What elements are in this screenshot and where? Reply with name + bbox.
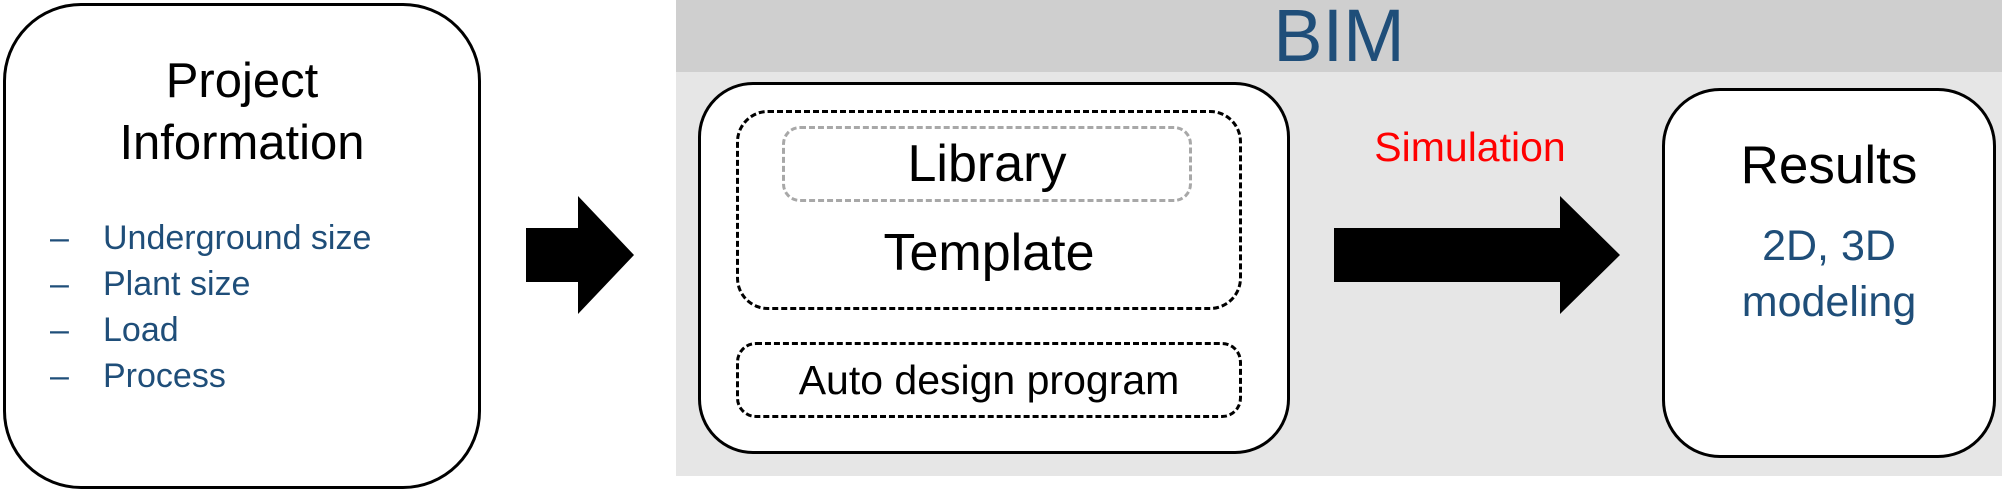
library-label: Library [907, 135, 1067, 193]
results-box [1662, 88, 1996, 458]
dash-bullet: – [50, 218, 69, 257]
project-info-list: – Underground size – Plant size – Load –… [50, 215, 371, 399]
project-title-line2: Information [119, 116, 365, 170]
results-detail-line1: 2D, 3D [1762, 222, 1896, 270]
arrow-right-icon [526, 196, 634, 314]
arrow-right-icon [1334, 196, 1620, 314]
results-detail-line2: modeling [1741, 278, 1917, 326]
list-item: – Load [50, 307, 371, 353]
list-item: – Plant size [50, 261, 371, 307]
results-detail: 2D, 3D modeling [1662, 218, 1996, 330]
item-load: Load [103, 310, 179, 349]
list-item: – Underground size [50, 215, 371, 261]
results-title: Results [1740, 136, 1918, 195]
dash-bullet: – [50, 264, 69, 303]
item-plant-size: Plant size [103, 264, 251, 303]
dash-bullet: – [50, 310, 69, 349]
bim-header-bar [676, 0, 2002, 72]
auto-design-dashed-box [736, 342, 1242, 418]
item-underground-size: Underground size [103, 218, 372, 257]
list-item: – Process [50, 353, 371, 399]
template-label: Template [883, 224, 1095, 282]
auto-design-program-label: Auto design program [798, 357, 1180, 403]
template-group-dashed-box [736, 110, 1242, 310]
library-dashed-box [782, 126, 1192, 202]
simulation-label: Simulation [1374, 124, 1566, 170]
project-information-title: Project Information [3, 50, 481, 174]
dash-bullet: – [50, 356, 69, 395]
project-title-line1: Project [165, 54, 319, 108]
bim-title: BIM [1273, 0, 1405, 77]
project-information-box [3, 3, 481, 489]
item-process: Process [103, 356, 226, 395]
